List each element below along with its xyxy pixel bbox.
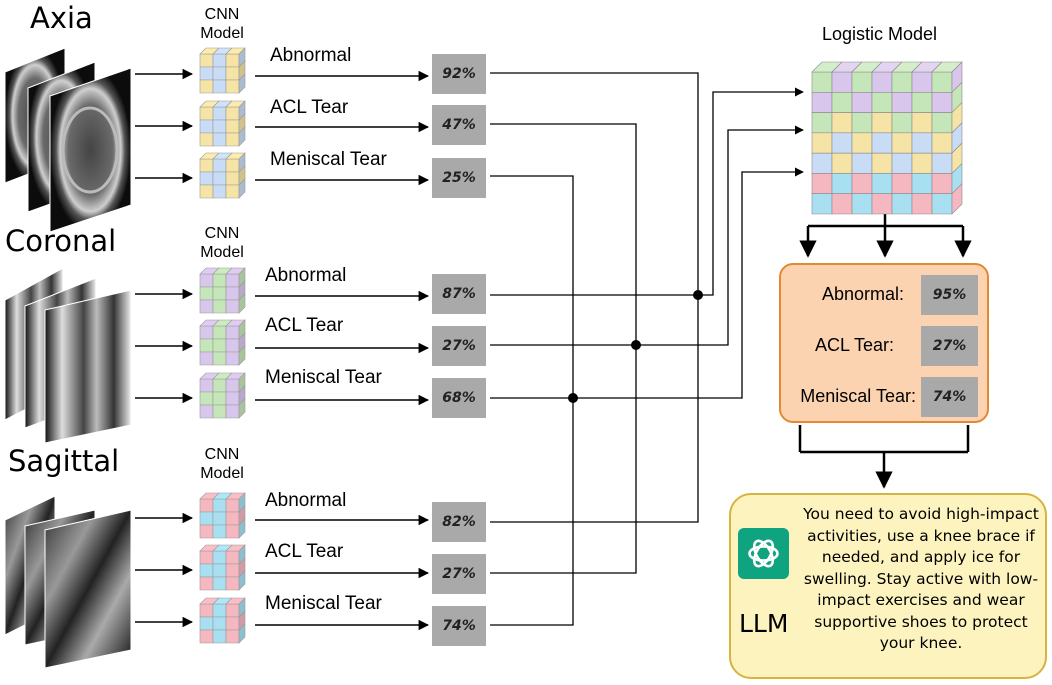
cnn-label-axial: CNN Model [200, 6, 244, 42]
coronal-mri-stack [4, 267, 132, 444]
cnn-cube-icon [199, 597, 246, 644]
cnn-cube-icon [199, 319, 246, 366]
cnn-cube-icon [199, 267, 246, 314]
junction-dots [568, 290, 703, 403]
final-label: ACL Tear: [814, 335, 894, 355]
cnn-cube-icon [199, 544, 246, 591]
task-label: Abnormal [265, 490, 347, 511]
probability-box: 92% [432, 54, 486, 94]
llm-advice-text: You need to avoid high-impact activities… [803, 505, 1039, 652]
task-label: Abnormal [270, 45, 352, 66]
final-label: Abnormal: [821, 284, 904, 304]
output-arrows [255, 70, 430, 631]
cnn-cube-icon [199, 152, 246, 199]
logistic-model-cube [811, 61, 963, 215]
cnn-label-coronal: CNN Model [200, 225, 244, 261]
axial-mri-stack [4, 47, 132, 233]
cnn-cube-icons [199, 47, 246, 644]
cnn-cube-icon [199, 47, 246, 94]
probability-box: 27% [432, 554, 486, 594]
probability-box: 68% [432, 378, 486, 418]
task-label: ACL Tear [265, 541, 344, 562]
view-title-sagittal: Sagittal [8, 444, 120, 478]
llm-label: LLM [739, 609, 789, 638]
task-label: ACL Tear [270, 97, 349, 118]
llm-advice-panel [729, 493, 1047, 679]
merge-arrows [798, 425, 970, 489]
probability-box: 47% [432, 105, 486, 145]
cnn-cube-icon [199, 100, 246, 147]
task-label: Abnormal [265, 265, 347, 286]
cnn-label-sagittal: CNN Model [200, 446, 244, 482]
probability-box: 27% [432, 326, 486, 366]
sagittal-mri-stack [4, 495, 132, 669]
view-title-axial: Axia [30, 1, 93, 35]
probability-box: 74% [432, 606, 486, 646]
input-arrows [135, 68, 194, 628]
task-label: Meniscal Tear [265, 593, 382, 614]
probability-box: 87% [432, 274, 486, 314]
final-label: Meniscal Tear: [800, 386, 916, 406]
final-probability-box: 95% [921, 275, 978, 315]
cnn-cube-icon [199, 492, 246, 539]
probability-box: 25% [432, 158, 486, 198]
logistic-model-title: Logistic Model [822, 24, 938, 44]
split-arrows [799, 208, 972, 258]
final-probability-box: 74% [921, 377, 978, 417]
llm-logo-icon [738, 528, 789, 579]
probability-box: 82% [432, 502, 486, 542]
task-label: Meniscal Tear [265, 367, 382, 388]
task-label: Meniscal Tear [270, 149, 387, 170]
task-label: ACL Tear [265, 315, 344, 336]
final-probability-box: 27% [921, 326, 978, 366]
cnn-cube-icon [199, 372, 246, 419]
view-title-coronal: Coronal [5, 224, 117, 258]
